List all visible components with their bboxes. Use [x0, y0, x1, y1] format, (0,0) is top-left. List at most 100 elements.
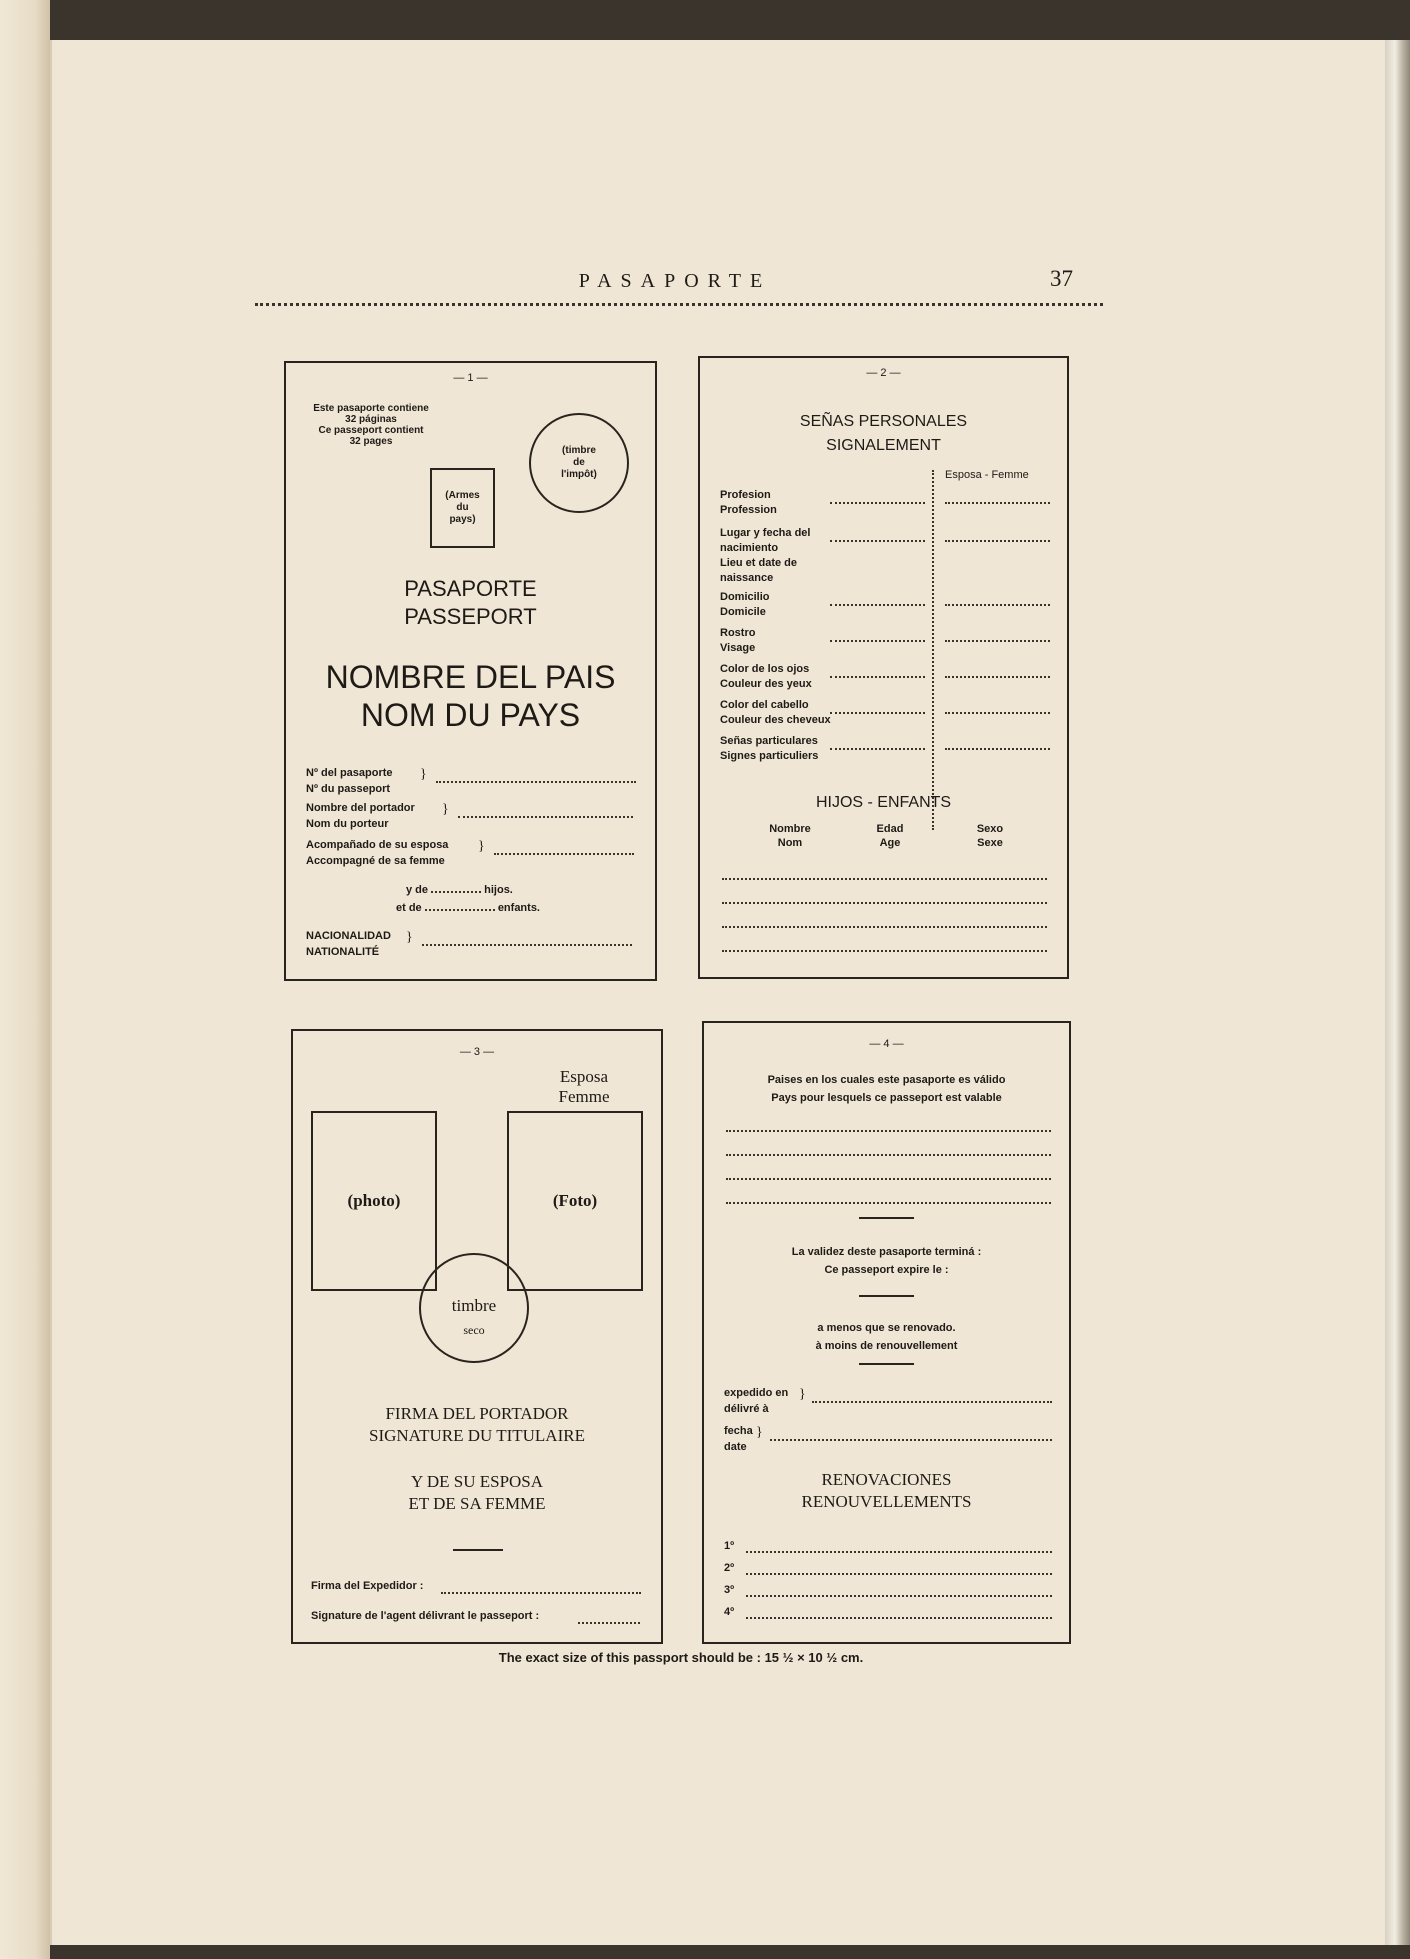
field-bearer-name: Nombre del portador Nom du porteur — [306, 800, 415, 832]
seal-line-2: seco — [463, 1323, 485, 1337]
field-label-es: Rostro — [720, 627, 756, 639]
expiry-es: La validez deste pasaporte terminá : — [791, 1246, 982, 1258]
issue-date: fecha date — [724, 1423, 753, 1455]
bearer-field-line — [830, 712, 925, 714]
renewal-line — [746, 1617, 1052, 1619]
expiry-text: La validez deste pasaporte terminá : Ce … — [704, 1243, 1069, 1279]
field-name-fr: Nom du porteur — [306, 818, 389, 830]
children-row-line — [722, 926, 1047, 928]
nat-fr: NATIONALITÉ — [306, 946, 380, 958]
spouse-field-line — [945, 502, 1050, 504]
panel-3-photos: — 3 — Esposa Femme (photo) (Foto) timbre… — [291, 1029, 663, 1644]
pages-es-1: Este pasaporte contiene — [313, 403, 429, 414]
renewal-number: 2º — [724, 1562, 735, 1574]
stamp-line-3: l'impôt) — [561, 469, 597, 480]
et-de: et de — [396, 902, 422, 914]
issuer-line — [441, 1592, 641, 1594]
children-title: HIJOS - ENFANTS — [815, 794, 952, 811]
date-fr: date — [724, 1441, 747, 1453]
spouse-header: Esposa - Femme — [945, 469, 1029, 481]
spouse-field-line — [945, 604, 1050, 606]
sig-fr: SIGNATURE DU TITULAIRE — [369, 1426, 585, 1445]
panel-2-description: — 2 — SEÑAS PERSONALES SIGNALEMENT Espos… — [698, 356, 1069, 979]
separator — [453, 1549, 503, 1551]
renewals-title: RENOVACIONES RENOUVELLEMENTS — [704, 1469, 1069, 1513]
panel-1-number: — 1 — — [453, 372, 488, 384]
field-wife: Acompañado de su esposa Accompagné de sa… — [306, 837, 448, 869]
spouse-field-line — [945, 676, 1050, 678]
spouse-field-line — [945, 712, 1050, 714]
renew-es: a menos que se renovado. — [817, 1322, 956, 1334]
children-row-line — [722, 950, 1047, 952]
issuer-signature-es: Firma del Expedidor : — [311, 1580, 424, 1592]
children-row-line — [722, 902, 1047, 904]
children-fr: enfants. — [497, 902, 540, 914]
field-line — [494, 853, 634, 855]
stamp-line-2: de — [573, 457, 585, 468]
issuer-signature-fr: Signature de l'agent délivrant le passep… — [311, 1610, 540, 1622]
country-line — [726, 1178, 1051, 1180]
field-num-es: Nº del pasaporte — [306, 767, 393, 779]
running-header-title: PASAPORTE — [578, 270, 772, 292]
field-label-es: Color de los ojos — [720, 663, 810, 675]
title-es: PASAPORTE — [404, 576, 537, 601]
pages-fr-1: Ce passeport contient — [318, 425, 424, 436]
field-label-fr: Visage — [720, 642, 756, 654]
renew-fr: à moins de renouvellement — [815, 1340, 958, 1352]
col-name: Nombre Nom — [750, 822, 830, 850]
col-sex-fr: Sexe — [977, 837, 1003, 849]
bearer-field-line — [830, 502, 925, 504]
sig-es: FIRMA DEL PORTADOR — [385, 1404, 569, 1423]
col-sex-es: Sexo — [976, 823, 1004, 835]
country-es: NOMBRE DEL PAIS — [325, 659, 616, 695]
renew-title-es: RENOVACIONES — [821, 1470, 952, 1489]
bearer-field-line — [830, 748, 925, 750]
renew-title-fr: RENOUVELLEMENTS — [801, 1492, 972, 1511]
photo-left-label: (photo) — [347, 1191, 401, 1210]
photo-right-label: (Foto) — [552, 1191, 598, 1210]
issued-es: expedido en — [724, 1387, 789, 1399]
field-label-fr: Signes particuliers — [720, 750, 819, 762]
field-name-es: Nombre del portador — [306, 802, 415, 814]
arms-line-3: pays) — [449, 514, 476, 525]
header-rule — [255, 303, 1103, 306]
bearer-field-line — [830, 540, 925, 542]
date-line — [770, 1439, 1052, 1441]
spouse-field-line — [945, 640, 1050, 642]
field-label-fr: Couleur des yeux — [720, 678, 812, 690]
separator — [859, 1295, 914, 1297]
signature-title: FIRMA DEL PORTADOR SIGNATURE DU TITULAIR… — [293, 1403, 661, 1447]
title-fr: PASSEPORT — [404, 604, 537, 629]
title-es: SEÑAS PERSONALES — [799, 413, 968, 430]
description-title: SEÑAS PERSONALES SIGNALEMENT — [700, 410, 1067, 458]
renewal-line — [746, 1551, 1052, 1553]
brace: } — [478, 839, 485, 854]
col-name-fr: Nom — [777, 837, 803, 849]
spouse-field-line — [945, 540, 1050, 542]
book-spine — [0, 0, 50, 1959]
country-line — [726, 1130, 1051, 1132]
page-number: 37 — [1050, 266, 1073, 291]
spouse-fr: Femme — [558, 1087, 610, 1106]
panel-4-number: — 4 — — [869, 1038, 904, 1050]
panel-2-number: — 2 — — [866, 367, 901, 379]
brace: } — [406, 930, 413, 945]
field-label-es: Señas particulares — [720, 735, 818, 747]
renewal-line — [746, 1573, 1052, 1575]
country-line — [726, 1202, 1051, 1204]
brace: } — [442, 802, 449, 817]
pages-es-2: 32 páginas — [345, 414, 397, 425]
spouse-es: Esposa — [559, 1067, 609, 1086]
footer-size-note: The exact size of this passport should b… — [498, 1650, 864, 1665]
field-label-fr: Profession — [720, 504, 777, 516]
blank — [424, 909, 495, 911]
field-label-es: Lugar y fecha del nacimiento — [720, 527, 811, 554]
arms-box: (Armes du pays) — [430, 468, 495, 548]
issued-at: expedido en délivré à — [724, 1385, 788, 1417]
field-label-es: Profesion — [720, 489, 771, 501]
panel-3-number: — 3 — — [459, 1046, 495, 1058]
